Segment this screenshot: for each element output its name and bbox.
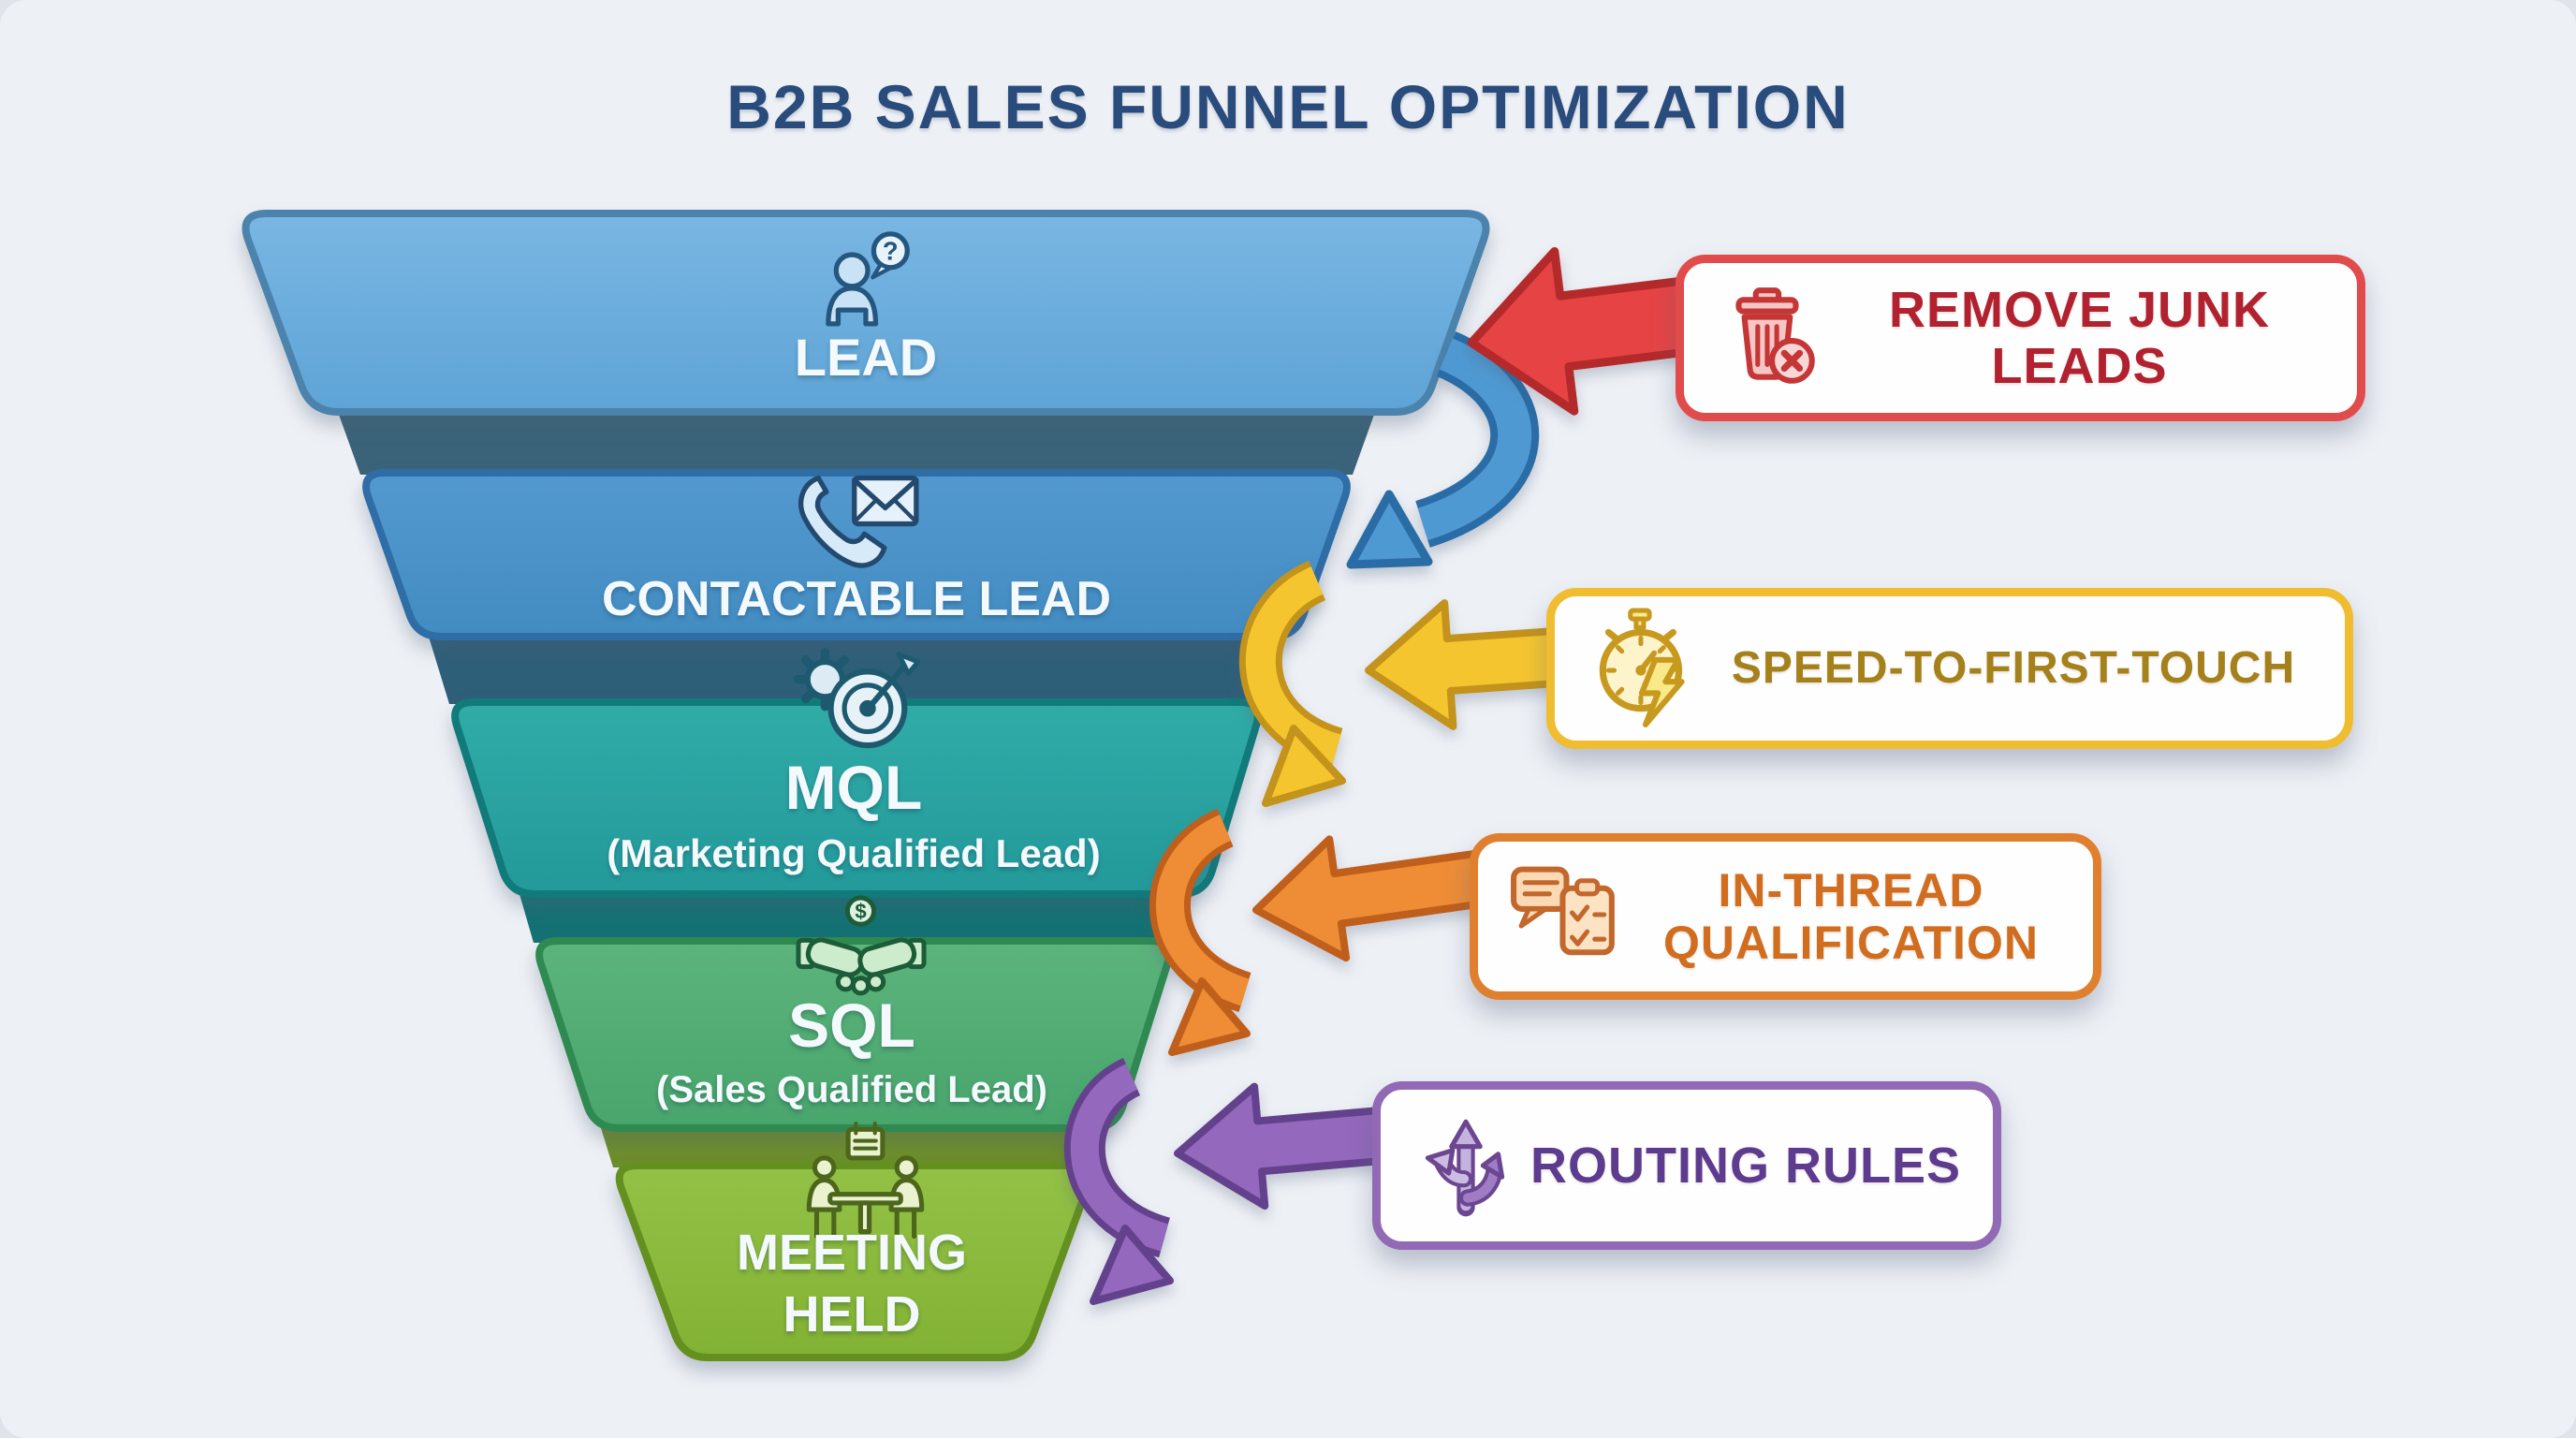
phone-mail-icon bbox=[798, 475, 919, 568]
stage-title: SQL bbox=[788, 990, 915, 1060]
stopwatch-lightning-icon bbox=[1599, 608, 1685, 727]
fold-band-1 bbox=[338, 412, 1375, 475]
stage-label-meeting-held: MEETING HELD bbox=[702, 1223, 1002, 1346]
chat-checklist-icon bbox=[1511, 866, 1615, 956]
callout-in-thread-qualification: IN-THREAD QUALIFICATION bbox=[1470, 833, 2101, 1000]
curved-arrow-purple-head bbox=[1090, 1225, 1174, 1305]
stage-subtitle: (Marketing Qualified Lead) bbox=[607, 831, 1101, 876]
stage-label-contactable-lead: CONTACTABLE LEAD bbox=[602, 573, 1111, 625]
stage-title: MEETING HELD bbox=[736, 1225, 967, 1343]
trash-delete-icon bbox=[1735, 287, 1815, 384]
stage-title: LEAD bbox=[794, 328, 938, 387]
callout-label: IN-THREAD QUALIFICATION bbox=[1663, 864, 2039, 969]
page-title: B2B SALES FUNNEL OPTIMIZATION bbox=[726, 72, 1850, 141]
stage-title: CONTACTABLE LEAD bbox=[601, 572, 1112, 626]
curved-arrow-blue bbox=[1346, 331, 1540, 569]
callout-label: REMOVE JUNK LEADS bbox=[1888, 281, 2271, 394]
svg-text:$: $ bbox=[855, 900, 867, 923]
meeting-table-icon bbox=[806, 1122, 925, 1240]
handshake-dollar-icon: $ bbox=[796, 895, 927, 996]
route-split-icon bbox=[1425, 1119, 1505, 1217]
stage-title: MQL bbox=[784, 753, 923, 822]
callout-speed-to-first-touch: SPEED-TO-FIRST-TOUCH bbox=[1546, 588, 2353, 749]
svg-text:?: ? bbox=[883, 236, 899, 265]
callout-label: ROUTING RULES bbox=[1530, 1137, 1961, 1194]
gear-target-icon bbox=[793, 647, 921, 749]
callout-routing-rules: ROUTING RULES bbox=[1372, 1081, 2001, 1250]
stage-label-mql: MQL (Marketing Qualified Lead) bbox=[607, 753, 1101, 876]
stage-subtitle: (Sales Qualified Lead) bbox=[656, 1069, 1047, 1111]
curved-arrow-orange-head bbox=[1168, 977, 1251, 1056]
callout-label: SPEED-TO-FIRST-TOUCH bbox=[1731, 643, 2296, 694]
curved-arrow-yellow-head bbox=[1262, 725, 1346, 807]
person-question-icon: ? bbox=[826, 231, 910, 327]
stage-label-sql: SQL (Sales Qualified Lead) bbox=[656, 990, 1047, 1111]
arrow-orange-group bbox=[1149, 808, 1542, 1056]
arrow-purple-group bbox=[1063, 1057, 1427, 1305]
arrow-yellow-group bbox=[1239, 560, 1608, 807]
stage-label-lead: LEAD bbox=[794, 328, 938, 387]
callout-remove-junk-leads: REMOVE JUNK LEADS bbox=[1676, 255, 2365, 421]
